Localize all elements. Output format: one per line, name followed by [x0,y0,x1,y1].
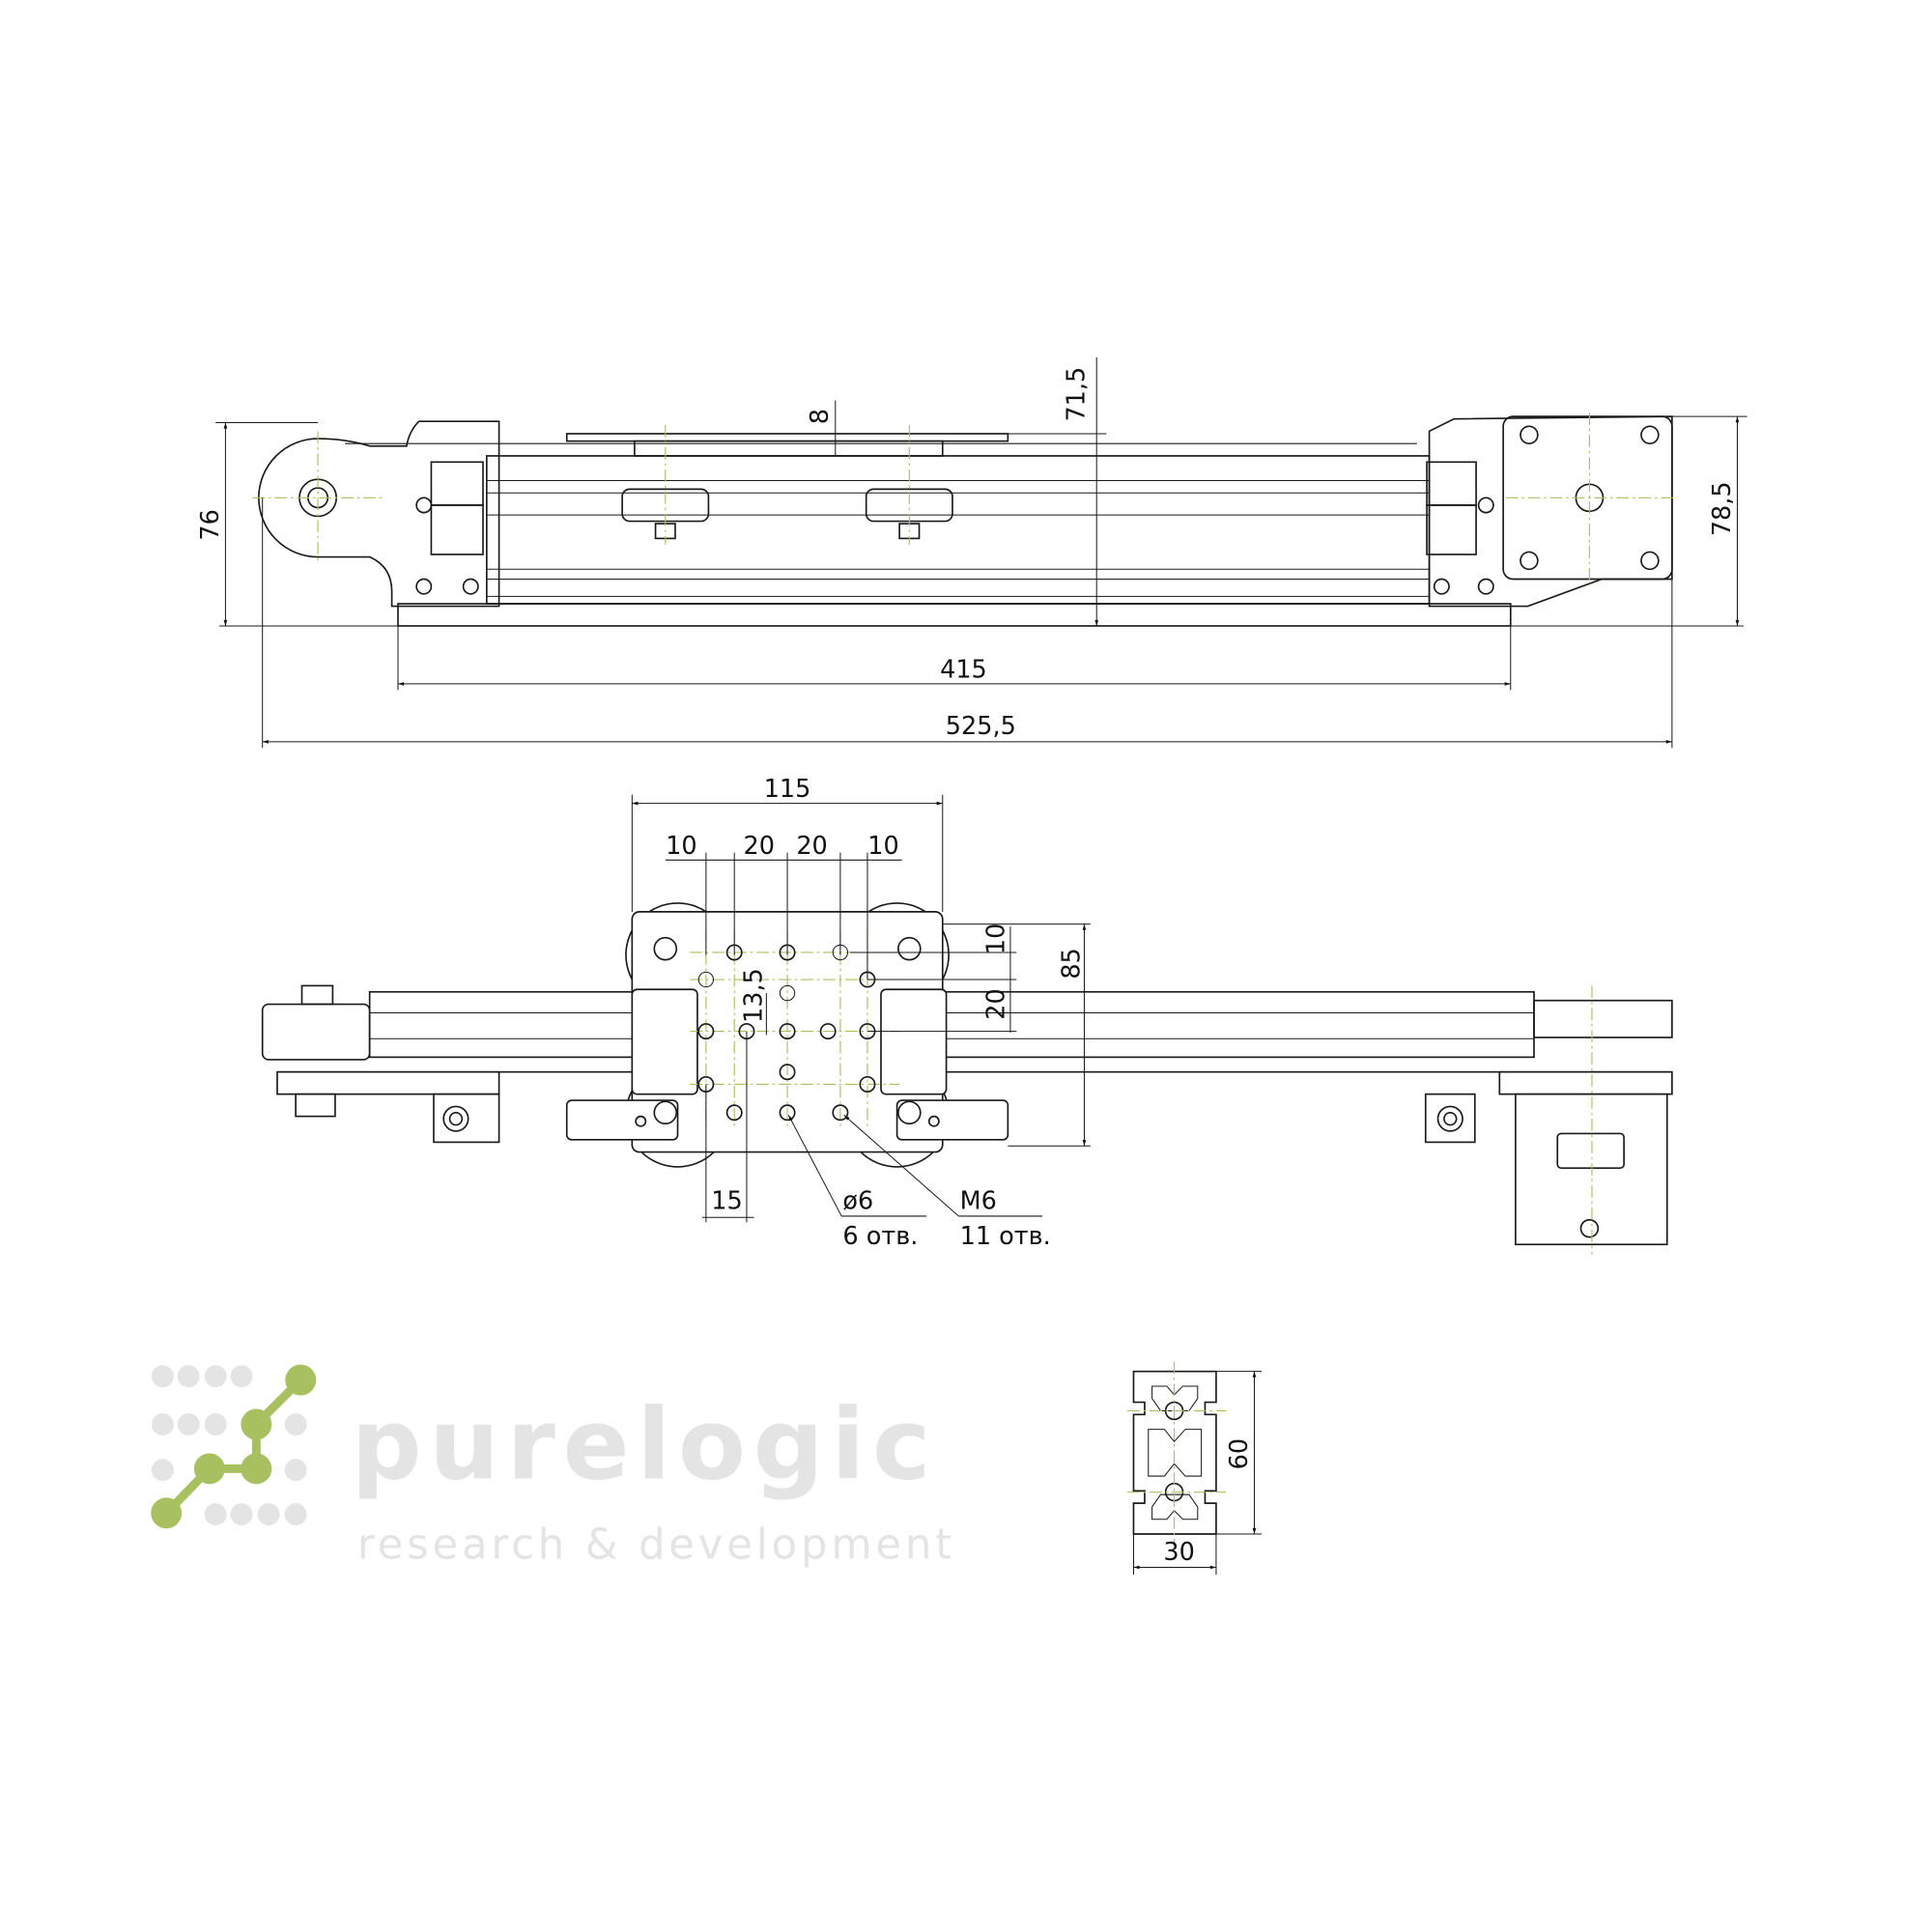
dim-85: 85 [942,923,1091,1147]
dim-115: 115 [631,775,944,912]
rail-profile [345,442,1431,605]
top-view: 76 78,5 71,5 8 415 525,5 [196,356,1747,749]
logo-graph-icon [151,1364,317,1529]
dim-415: 415 [397,625,1512,691]
rail-base [397,603,1512,627]
dim-label: 20 [982,988,1011,1019]
dim-78-5: 78,5 [1671,415,1747,626]
dim-8: 8 [806,400,837,456]
dim-label: 8 [806,409,835,424]
dim-525-5: 525,5 [262,497,1673,749]
callout-count: 11 отв. [960,1222,1051,1251]
dim-label: 415 [940,656,987,685]
motor-end-plate [1426,412,1676,608]
dim-label: 20 [796,832,827,861]
dim-hole-spacing: 10 20 20 10 [665,832,902,980]
dim-10-20: 10 20 [850,923,1017,1033]
callout-size: ø6 [842,1186,873,1215]
callout-d6: ø6 6 отв. [787,1115,927,1251]
dim-71-5: 71,5 [1008,356,1107,626]
target-icon [1436,1105,1463,1132]
idler-end-plate [252,420,500,608]
dim-label: 10 [982,923,1011,954]
dim-label: 20 [743,832,774,861]
dim-label: 71,5 [1062,367,1091,422]
dim-label: 10 [666,832,696,861]
dim-13-5: 13,5 [739,968,768,1036]
carriage-top [565,425,1009,545]
dim-15: 15 [702,1031,754,1223]
rail-side [276,990,1672,1073]
side-view: 115 10 20 20 10 85 10 20 13,5 15 ø6 6 от… [261,775,1673,1255]
callout-m6: M6 11 отв. [843,1114,1051,1251]
dim-label: 76 [196,509,225,540]
callout-size: M6 [960,1186,997,1215]
profile-section: 60 30 [1127,1361,1263,1576]
dim-label: 525,5 [946,712,1016,741]
callout-count: 6 отв. [842,1222,918,1251]
idler-side [261,984,500,1144]
dim-label: 13,5 [739,968,768,1023]
carriage-side [565,902,1009,1168]
watermark-tagline: research & development [357,1521,955,1570]
watermark-brand: purelogic [352,1388,939,1503]
dim-76: 76 [196,421,319,626]
dim-label: 60 [1225,1438,1254,1469]
dim-label: 85 [1057,948,1086,979]
dim-label: 10 [867,832,898,861]
watermark-logo: purelogic research & development [151,1364,955,1570]
dim-label: 30 [1163,1538,1194,1567]
dim-label: 115 [764,775,811,804]
motor-side [1424,985,1673,1255]
target-icon [442,1105,469,1132]
dim-label: 15 [711,1186,742,1215]
dim-label: 78,5 [1708,481,1737,536]
